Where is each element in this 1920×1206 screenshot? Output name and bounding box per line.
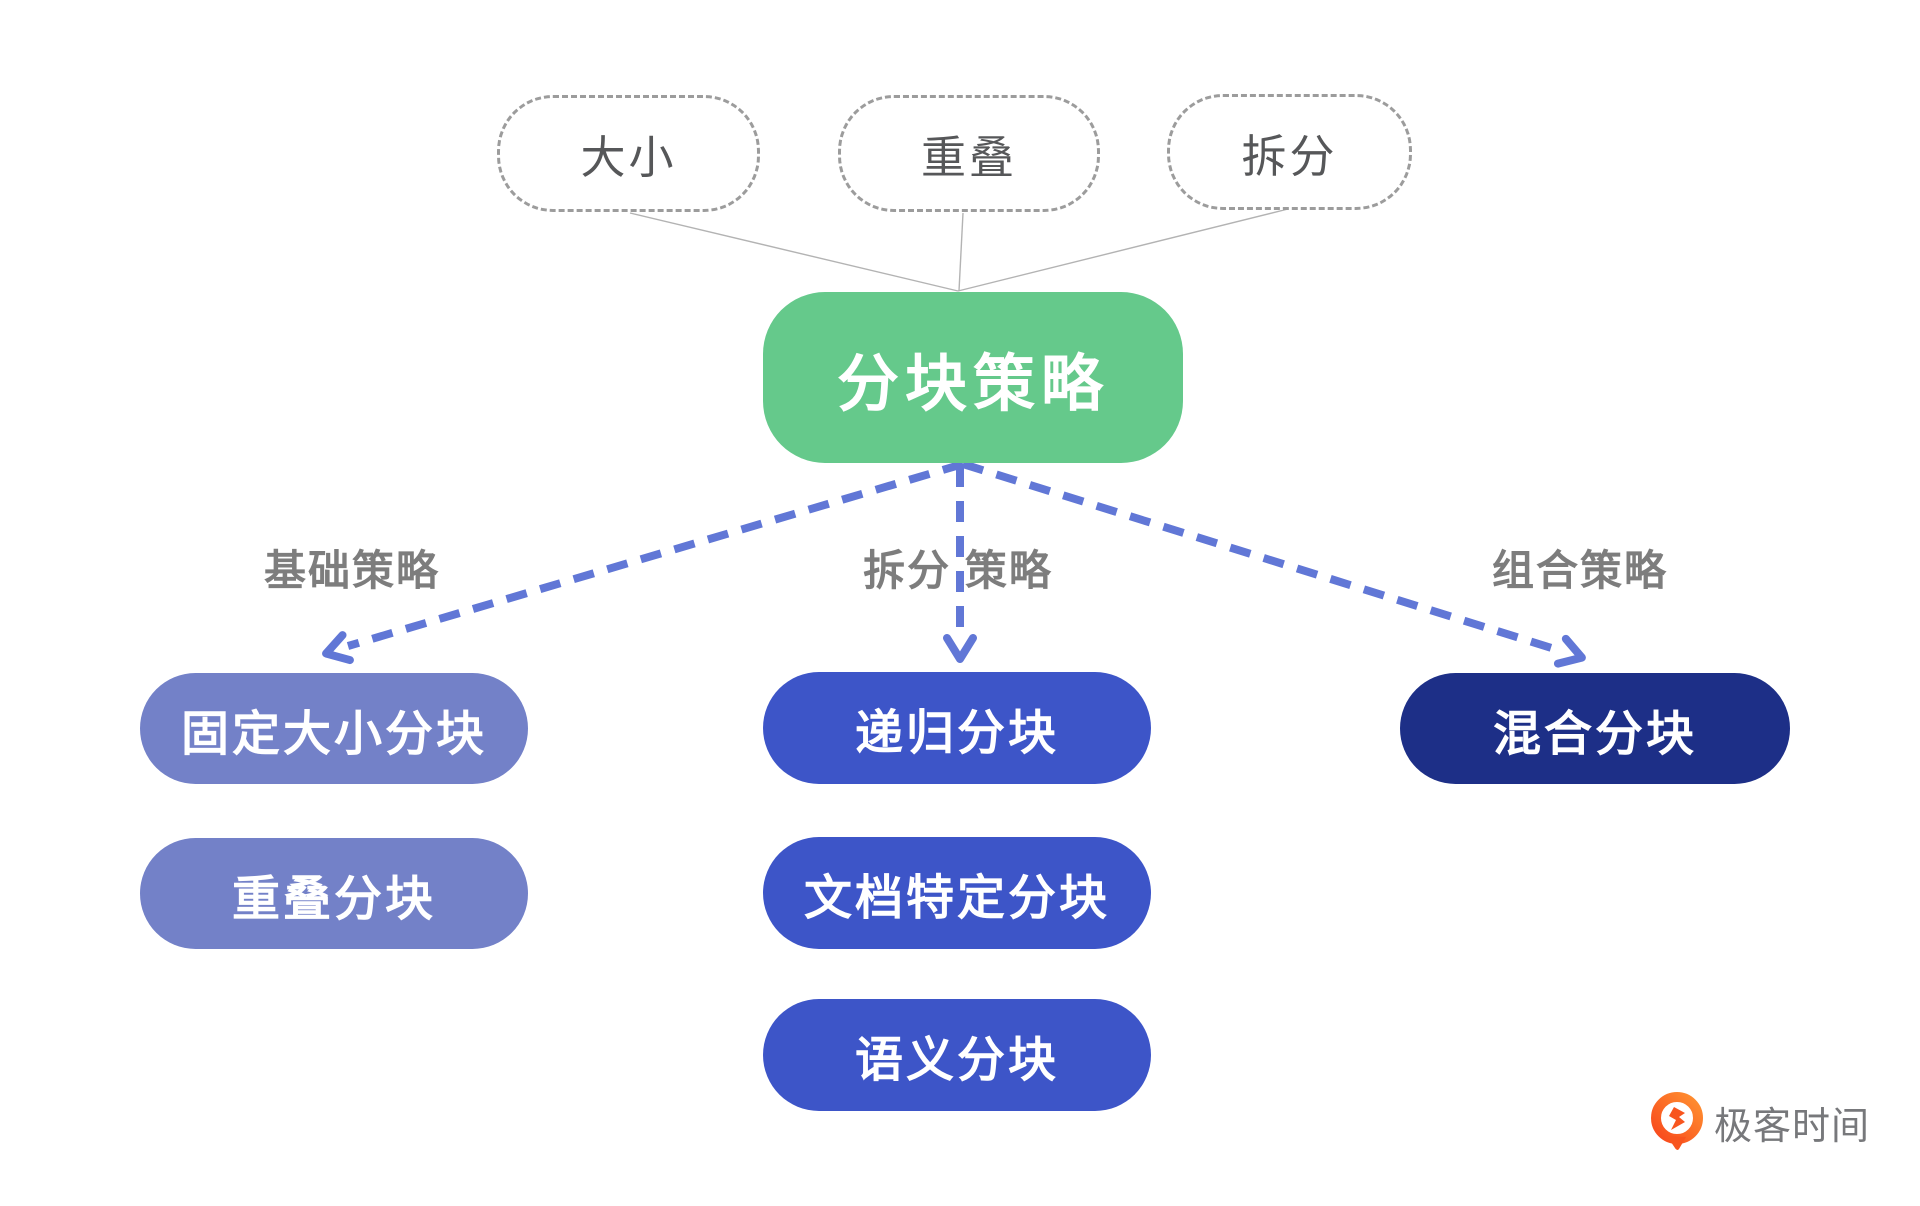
input-node-size-label: 大小 [580, 132, 677, 183]
input-connector-lines [629, 208, 1289, 292]
node-fixed-size-chunking: 固定大小分块 [140, 673, 528, 784]
node-hybrid-chunking: 混合分块 [1400, 673, 1790, 784]
input-node-overlap-label: 重叠 [920, 132, 1017, 183]
root-node-label: 分块策略 [836, 349, 1109, 419]
arrowhead-split [943, 634, 977, 663]
node-document-specific-chunking: 文档特定分块 [763, 837, 1151, 949]
input-node-split-label: 拆分 [1241, 130, 1338, 182]
input-node-overlap: 重叠 [838, 95, 1100, 212]
node-overlap-chunking: 重叠分块 [140, 838, 528, 949]
arrowhead-combined [1553, 634, 1586, 668]
geektime-logo-text: 极客时间 [1714, 1105, 1871, 1148]
arrow-basic-line [346, 460, 965, 650]
branch-label-combined: 组合策略 [1491, 546, 1668, 594]
arrowhead-basic [322, 631, 354, 665]
input-node-split: 拆分 [1167, 94, 1412, 210]
geektime-logo: 极客时间 [1650, 1092, 1870, 1152]
geektime-logo-icon [1651, 1092, 1703, 1150]
input-node-size: 大小 [497, 95, 760, 212]
root-node-chunking-strategy: 分块策略 [763, 292, 1183, 463]
branch-label-basic: 基础策略 [263, 546, 440, 594]
node-recursive-chunking: 递归分块 [763, 672, 1151, 784]
branch-label-split: 拆分 策略 [863, 546, 1053, 594]
node-semantic-chunking: 语义分块 [763, 999, 1151, 1111]
